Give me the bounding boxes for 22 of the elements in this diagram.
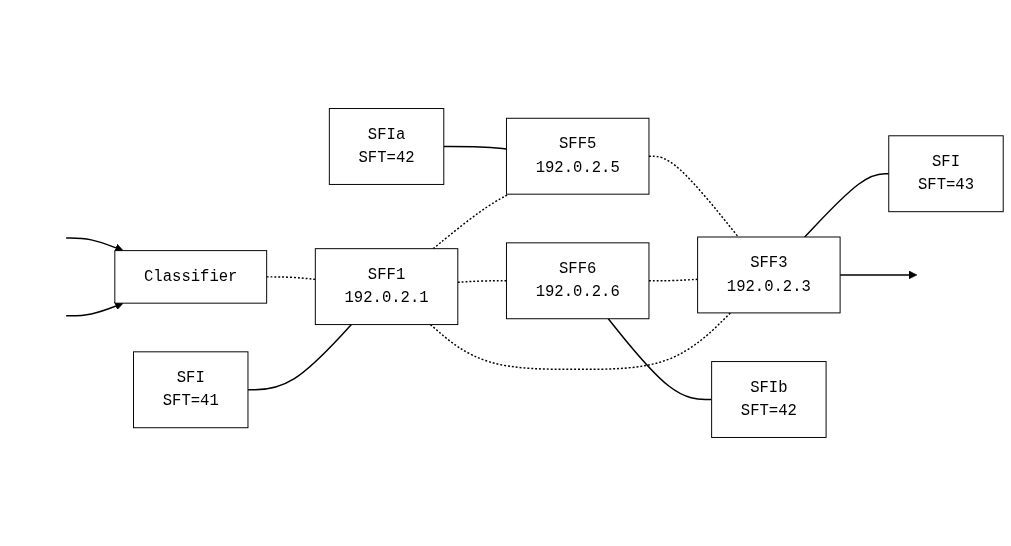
connector xyxy=(432,193,510,250)
node-box: SFF1 192.0.2.1 xyxy=(314,248,459,326)
node-box: SFIb SFT=42 xyxy=(711,361,827,438)
node-box: SFIa SFT=42 xyxy=(328,108,445,185)
arrow xyxy=(65,301,124,317)
connector xyxy=(607,318,713,401)
connector xyxy=(648,155,740,238)
connector xyxy=(803,173,890,238)
connector xyxy=(247,323,353,391)
arrow xyxy=(65,237,124,252)
node-box: SFF5 192.0.2.5 xyxy=(506,117,650,195)
node-box: SFI SFT=41 xyxy=(133,351,249,429)
connector xyxy=(429,312,732,371)
node-box: SFI SFT=43 xyxy=(888,135,1004,213)
node-box: SFF3 192.0.2.3 xyxy=(697,236,841,314)
node-box: SFF6 192.0.2.6 xyxy=(506,242,650,320)
arrow xyxy=(839,270,918,280)
connector xyxy=(443,145,508,150)
connector xyxy=(265,276,317,281)
connector xyxy=(648,278,699,282)
connector xyxy=(457,280,508,283)
node-box: Classifier xyxy=(114,250,268,304)
